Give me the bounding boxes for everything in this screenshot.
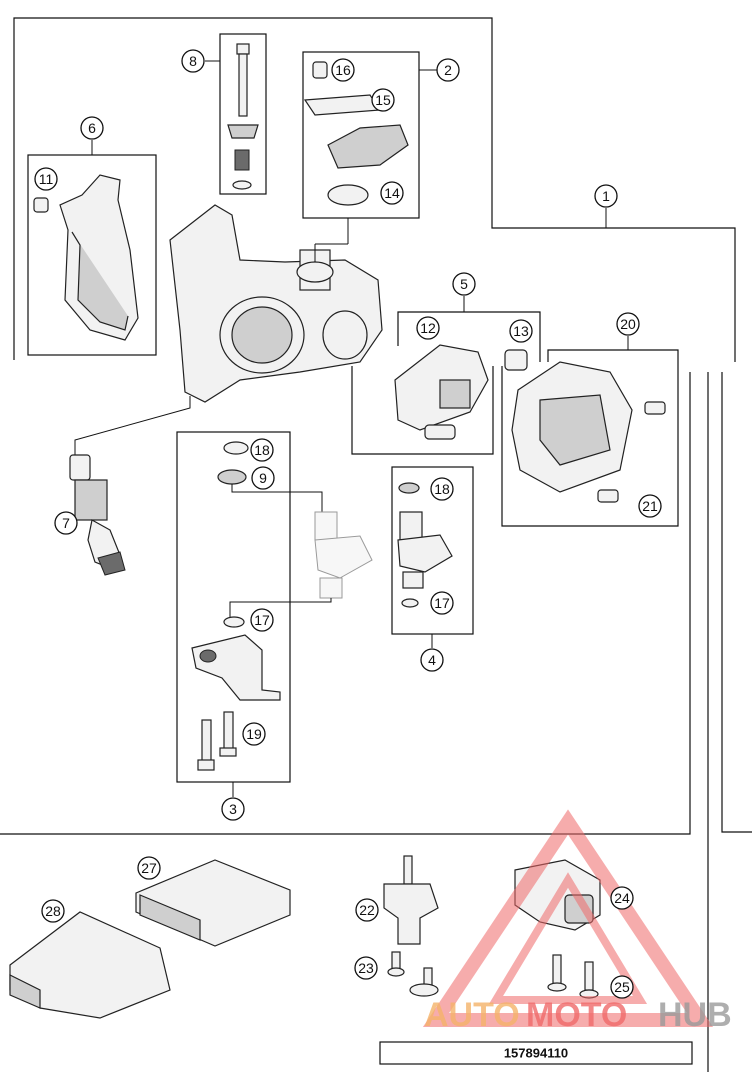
svg-text:22: 22	[359, 902, 375, 918]
ecu-part-28	[9, 911, 171, 1019]
callout-17-a: 17	[250, 608, 274, 632]
callout-8: 8	[181, 49, 205, 73]
throttle-body	[169, 204, 383, 403]
svg-text:MOTO: MOTO	[526, 996, 627, 1034]
svg-text:HUB: HUB	[658, 996, 732, 1034]
callout-28: 28	[41, 899, 65, 923]
callout-15: 15	[371, 88, 395, 112]
callout-13: 13	[509, 319, 533, 343]
watermark-logo	[422, 809, 714, 1027]
svg-text:16: 16	[335, 62, 351, 78]
position-sensor-part-12	[394, 344, 528, 440]
sensor-kit-part-2	[303, 61, 409, 206]
group-box-5	[351, 296, 541, 455]
callout-22: 22	[355, 898, 379, 922]
callout-11: 11	[34, 167, 58, 191]
svg-text:9: 9	[259, 470, 267, 486]
callout-2: 2	[436, 58, 460, 82]
callout-19: 19	[242, 722, 266, 746]
callout-12: 12	[416, 316, 440, 340]
svg-text:18: 18	[434, 481, 450, 497]
callout-5: 5	[452, 272, 476, 296]
svg-text:12: 12	[420, 320, 436, 336]
svg-text:25: 25	[614, 979, 630, 995]
injector-assembly-part-3	[191, 441, 373, 771]
callout-4: 4	[420, 648, 444, 672]
svg-text:23: 23	[358, 960, 374, 976]
svg-text:19: 19	[246, 726, 262, 742]
svg-text:1: 1	[602, 188, 610, 204]
svg-text:AUTO: AUTO	[424, 996, 520, 1034]
svg-text:4: 4	[428, 652, 436, 668]
svg-text:17: 17	[254, 612, 270, 628]
ecu-part-27	[135, 859, 291, 947]
svg-text:5: 5	[460, 276, 468, 292]
callout-6: 6	[80, 116, 104, 140]
svg-text:28: 28	[45, 903, 61, 919]
svg-text:27: 27	[141, 860, 157, 876]
svg-text:11: 11	[39, 171, 54, 187]
group-box-4	[391, 466, 474, 648]
callout-23: 23	[354, 956, 378, 980]
cable-bracket-part-6	[33, 174, 139, 341]
svg-text:7: 7	[62, 515, 70, 531]
callout-27: 27	[137, 856, 161, 880]
svg-text:6: 6	[88, 120, 96, 136]
group-box-3	[176, 431, 291, 797]
group-box-8	[205, 33, 267, 195]
assembly-frame	[0, 17, 752, 1072]
injector-kit-part-4	[397, 482, 453, 608]
screws-part-23	[387, 951, 439, 997]
svg-text:14: 14	[384, 185, 400, 201]
screws-part-25	[547, 954, 599, 999]
callout-18-a: 18	[250, 438, 274, 462]
svg-text:2: 2	[444, 62, 452, 78]
callout-9: 9	[251, 466, 275, 490]
sensor-cover-part-20	[511, 361, 666, 503]
svg-text:18: 18	[254, 442, 270, 458]
svg-text:3: 3	[229, 801, 237, 817]
svg-text:20: 20	[620, 316, 636, 332]
callout-14: 14	[380, 181, 404, 205]
watermark-text: AUTO MOTO HUB	[424, 996, 732, 1034]
svg-text:15: 15	[375, 92, 391, 108]
callout-18-b: 18	[430, 477, 454, 501]
callout-21: 21	[638, 494, 662, 518]
sensor-part-7	[69, 396, 191, 576]
group-box-20	[501, 336, 679, 527]
callout-20: 20	[616, 312, 640, 336]
map-sensor-part-22	[383, 855, 439, 945]
svg-text:24: 24	[614, 890, 630, 906]
callout-24: 24	[610, 886, 634, 910]
callout-25: 25	[610, 975, 634, 999]
diagram-number-label: 157894110	[379, 1041, 693, 1065]
callout-17-b: 17	[430, 591, 454, 615]
group-box-2	[302, 51, 437, 219]
svg-text:157894110: 157894110	[504, 1046, 568, 1061]
svg-text:13: 13	[513, 323, 529, 339]
svg-text:21: 21	[642, 498, 658, 514]
group-box-6	[27, 140, 157, 356]
svg-text:8: 8	[189, 53, 197, 69]
callout-16: 16	[331, 58, 355, 82]
idle-screw-part-8	[227, 43, 259, 190]
callout-1: 1	[594, 184, 618, 208]
callout-7: 7	[54, 511, 78, 535]
callout-3: 3	[221, 797, 245, 821]
svg-text:17: 17	[434, 595, 450, 611]
